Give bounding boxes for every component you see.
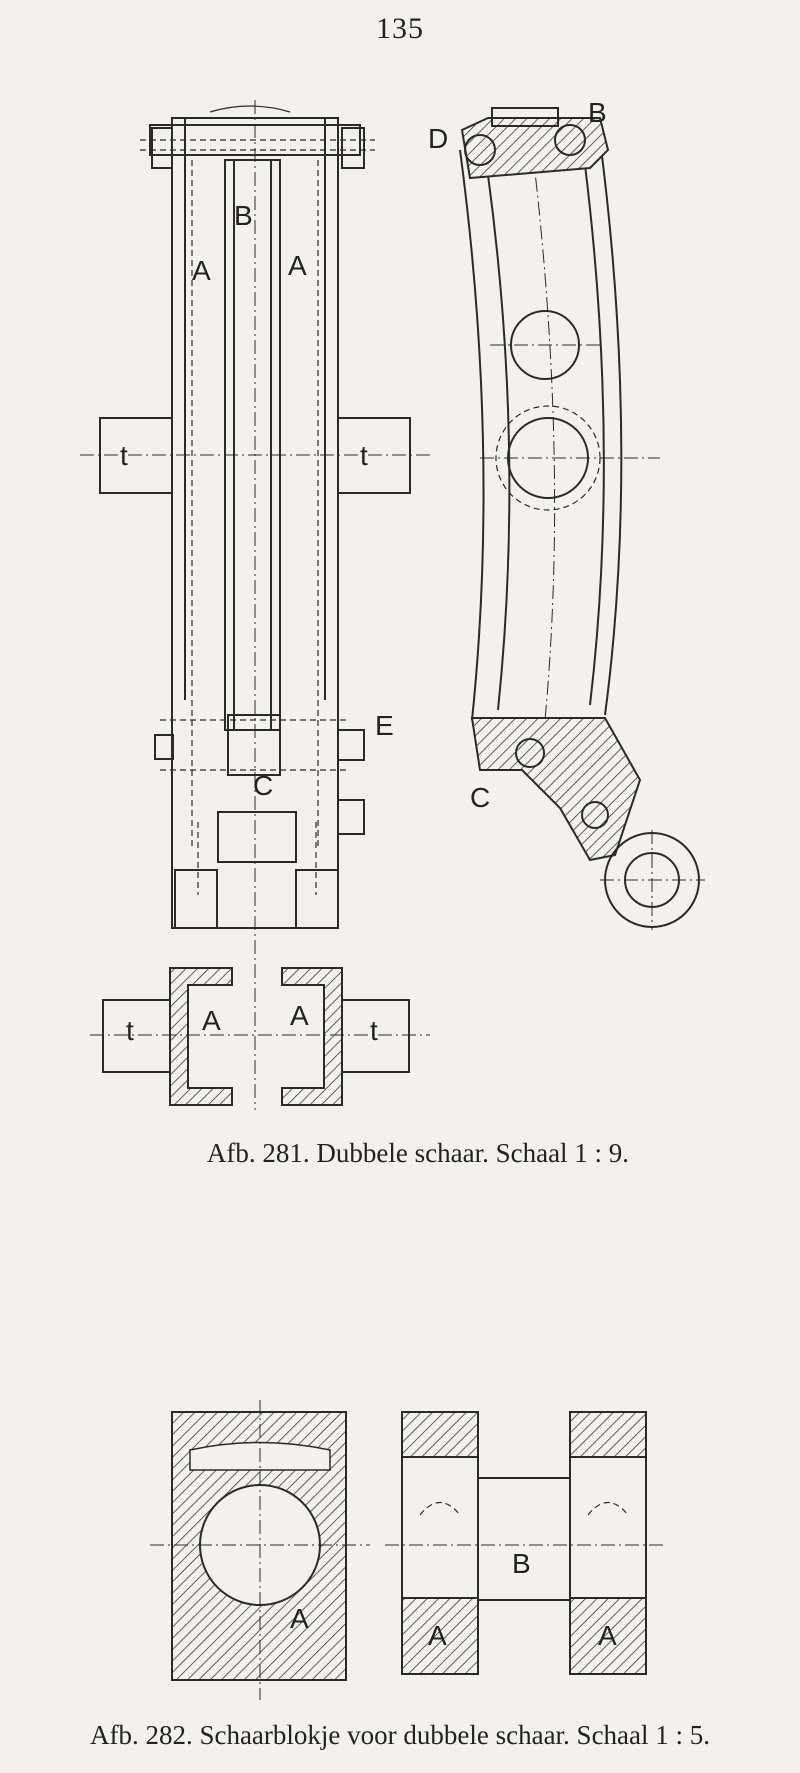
label-fig281-E: E [375,710,394,741]
fig281-side-view [459,107,705,930]
label-fig281-t-left: t [120,440,128,471]
fig282-left-block [150,1400,370,1700]
page-number: 135 [376,12,424,45]
figure-281-caption: Afb. 281. Dubbele schaar. Schaal 1 : 9. [206,1138,630,1168]
label-fig281-A-plan-left: A [202,1005,221,1036]
label-fig281-B-front: B [234,200,253,231]
label-fig281-A-plan-right: A [290,1000,309,1031]
fig282-right-block [385,1411,665,1675]
label-fig281-B-side: B [588,97,607,128]
fig281-plan-section [90,967,430,1106]
fig281-front-view [80,100,430,1110]
label-fig282-A-right-right: A [598,1620,617,1651]
label-fig281-A-left: A [192,255,211,286]
label-fig282-B: B [512,1548,531,1579]
label-fig282-A-right-left: A [428,1620,447,1651]
label-fig282-A-left-block: A [290,1603,309,1634]
label-fig281-D: D [428,123,448,154]
label-fig281-C-side: C [470,782,490,813]
label-fig281-t-plan-left: t [126,1015,134,1046]
label-fig281-t-right: t [360,440,368,471]
label-fig281-t-plan-right: t [370,1015,378,1046]
label-fig281-C-front: C [253,770,273,801]
figure-282-caption: Afb. 282. Schaarblokje voor dubbele scha… [89,1720,711,1750]
label-fig281-A-right: A [288,250,307,281]
